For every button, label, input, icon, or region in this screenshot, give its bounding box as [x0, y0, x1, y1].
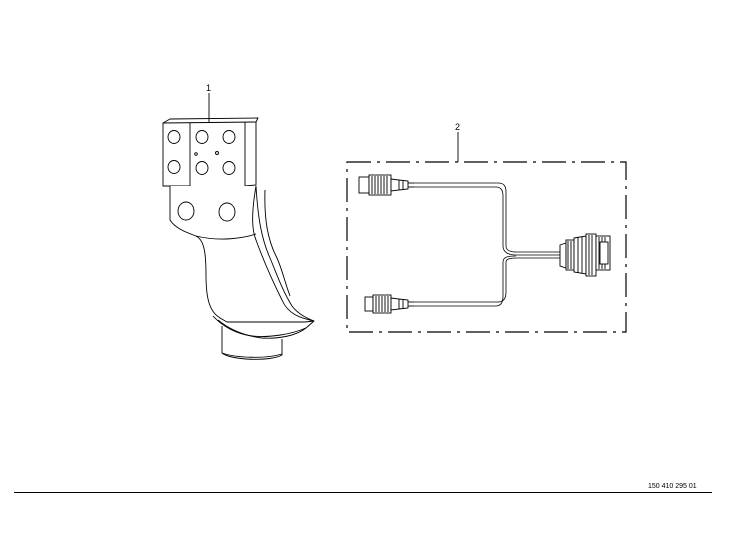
part-2-cable-kit: [346, 132, 627, 333]
bottom-rule: [14, 492, 712, 493]
bolt-hole: [167, 160, 181, 174]
bracket-side-edge: [264, 189, 291, 297]
blade-lower: [217, 319, 307, 339]
bracket-inner-curve: [195, 233, 257, 240]
body-hole: [177, 201, 195, 221]
mounting-block: [162, 121, 257, 192]
lower-connector: [364, 294, 414, 314]
part-1-bracket: [162, 93, 315, 360]
callout-1: 1: [206, 83, 211, 93]
upper-connector: [358, 174, 414, 196]
bolt-hole: [222, 161, 236, 175]
bolt-hole: [195, 161, 209, 175]
document-number: 150 410 295 01: [648, 483, 697, 490]
small-pin-hole: [194, 152, 198, 156]
small-pin-hole: [215, 151, 219, 155]
bolt-hole: [167, 130, 181, 144]
bolt-hole: [222, 130, 236, 144]
cylinder-stub: [221, 326, 283, 360]
kit-boundary: [346, 161, 627, 333]
bolt-hole: [195, 130, 209, 144]
socket-connector: [559, 233, 611, 277]
callout-2: 2: [455, 122, 460, 132]
block-top-face: [162, 117, 259, 124]
bracket-edge-curve: [255, 185, 315, 322]
bracket-body: [169, 185, 315, 323]
cylinder-bottom: [221, 352, 283, 358]
body-hole: [218, 202, 236, 222]
cable-harness: [414, 182, 560, 307]
